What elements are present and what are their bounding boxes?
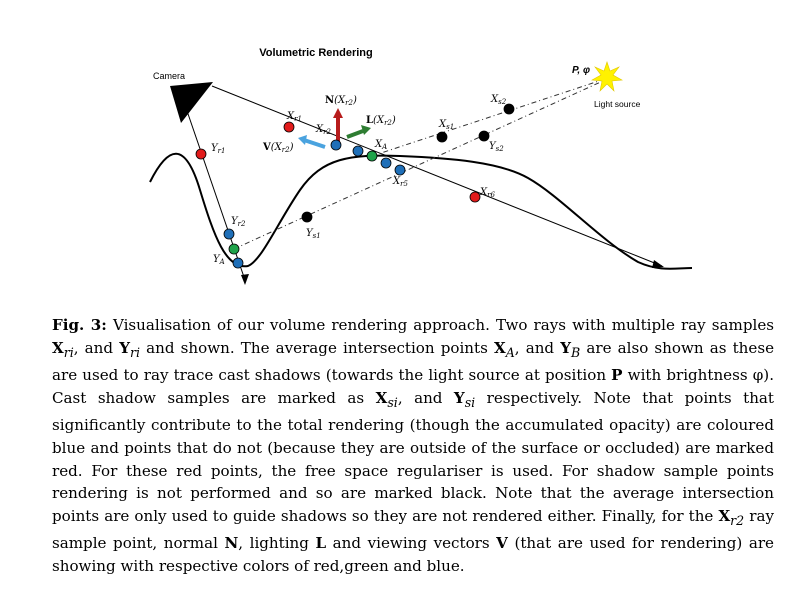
- ray-y-arrowhead: [241, 274, 249, 285]
- label-xr6: Xr6: [479, 187, 495, 199]
- point-xs2: [503, 103, 515, 115]
- point-x-mid2: [380, 157, 392, 169]
- view-vector: [303, 138, 326, 149]
- point-xr2: [330, 139, 342, 151]
- view-arrowhead: [298, 135, 307, 145]
- light-vector: [346, 129, 364, 139]
- label-yr2: Yr2: [231, 216, 246, 228]
- sample-points: [195, 103, 515, 269]
- light-source-label: Light source: [594, 99, 641, 109]
- shadow-rays: [233, 78, 606, 250]
- point-xr1: [283, 121, 295, 133]
- normal-arrowhead: [333, 108, 343, 118]
- label-yr1: Yr1: [211, 143, 225, 155]
- point-ys1: [301, 211, 313, 223]
- point-labels: N(Xr2) L(Xr2) V(Xr2) Xr1 Xr2 XA Xs1 Xs2 …: [211, 94, 507, 266]
- label-light-vec: L(Xr2): [366, 115, 396, 127]
- label-xr1: Xr1: [286, 111, 302, 123]
- caption-label: Fig. 3:: [52, 316, 107, 334]
- label-xs1: Xs1: [438, 119, 454, 131]
- point-ya-green: [228, 243, 240, 255]
- camera-label: Camera: [153, 71, 185, 81]
- point-xa: [366, 150, 378, 162]
- surface-curve: [149, 152, 693, 270]
- point-yr2: [223, 228, 235, 240]
- volume-rendering-figure: Volumetric Rendering Camera P, φ Light s…: [149, 47, 693, 285]
- camera-icon: [170, 82, 213, 123]
- figure-caption: Fig. 3: Visualisation of our volume rend…: [52, 314, 774, 578]
- light-point-label: P, φ: [572, 65, 590, 76]
- point-x-mid1: [352, 145, 364, 157]
- point-ys2: [478, 130, 490, 142]
- label-xr2: Xr2: [315, 124, 331, 136]
- point-xr5: [394, 164, 406, 176]
- figure-title: Volumetric Rendering: [259, 47, 372, 59]
- label-normal: N(Xr2): [325, 95, 357, 107]
- label-ys1: Ys1: [306, 228, 321, 240]
- label-ya: YA: [213, 254, 225, 266]
- rays: [185, 85, 663, 281]
- caption-text: Visualisation of our volume rendering ap…: [52, 316, 775, 575]
- point-ya: [232, 257, 244, 269]
- label-xs2: Xs2: [490, 94, 507, 106]
- light-arrowhead: [361, 125, 371, 135]
- light-source-icon: [591, 61, 623, 92]
- ray-x-arrowhead: [652, 260, 664, 268]
- label-view-vec: V(Xr2): [262, 142, 294, 154]
- point-yr1: [195, 148, 207, 160]
- label-xa: XA: [374, 139, 387, 151]
- point-xs1: [436, 131, 448, 143]
- point-xr6: [469, 191, 481, 203]
- label-ys2: Ys2: [489, 141, 504, 153]
- label-xr5: Xr5: [392, 176, 408, 188]
